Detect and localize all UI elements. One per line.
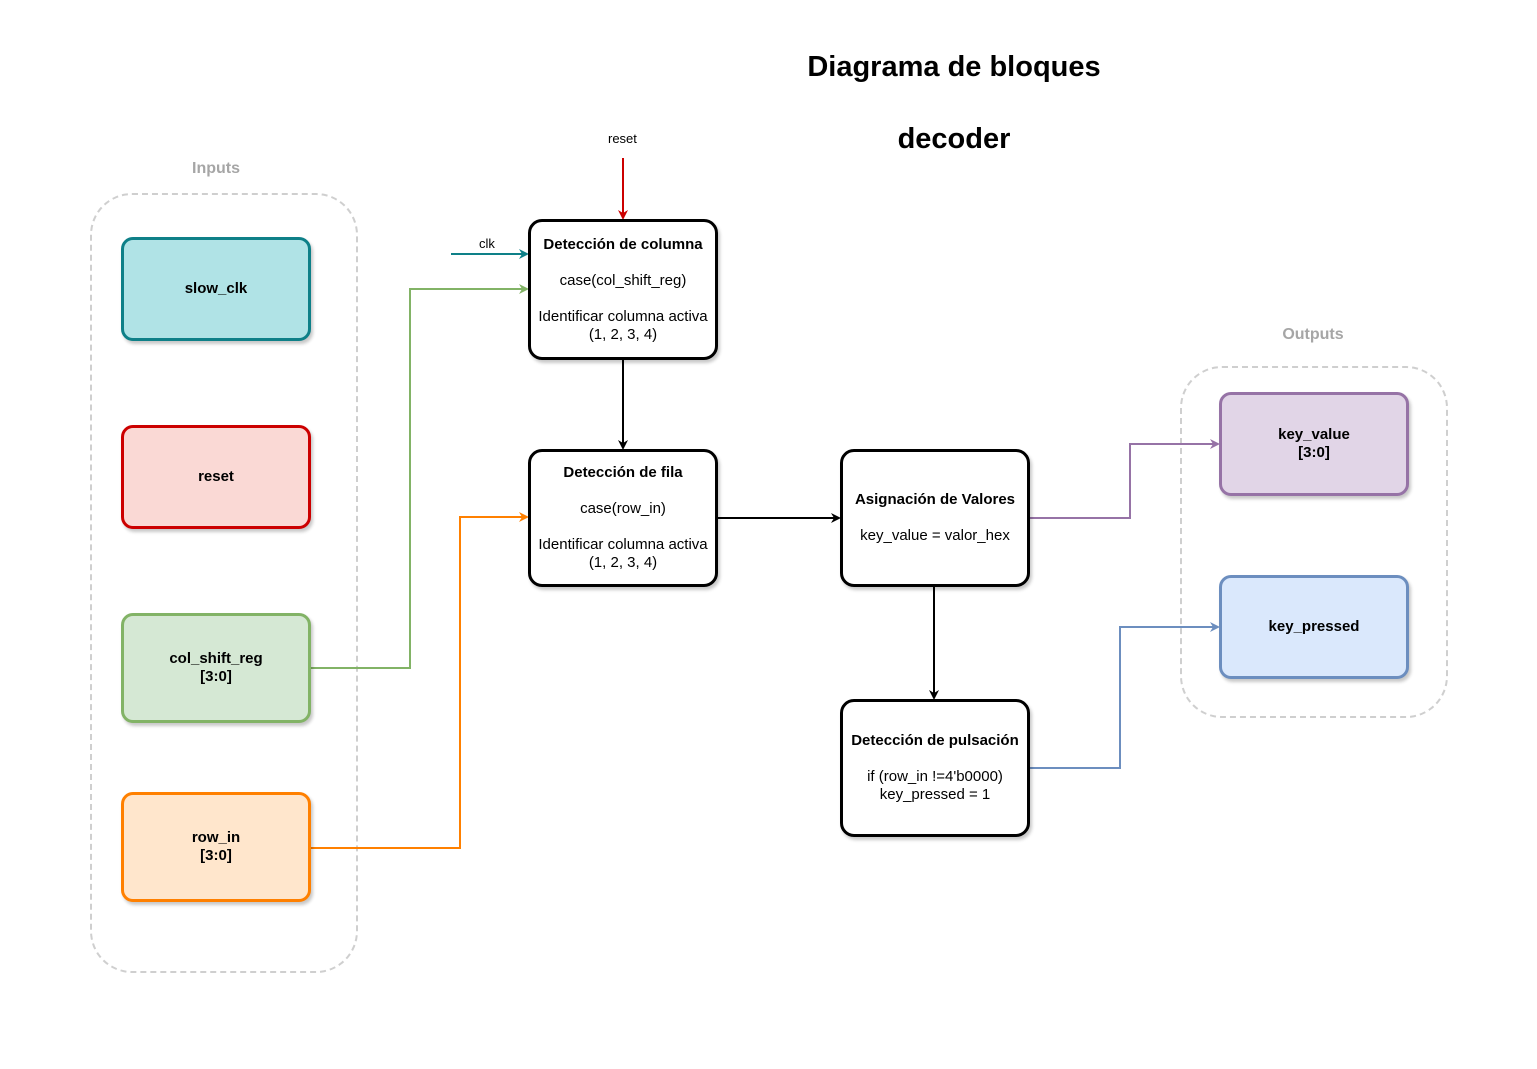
diagram-title: Diagrama de bloques xyxy=(807,51,1101,83)
block-deteccion-fila-title: Detección de fila xyxy=(563,464,683,481)
block-deteccion-columna-title: Detección de columna xyxy=(543,235,703,253)
block-deteccion-columna-desc: Identificar columna activa xyxy=(538,307,708,325)
key-value-wire xyxy=(1029,439,1220,519)
block-deteccion-pulsacion-cond: if (row_in !=4'b0000) xyxy=(867,768,1003,785)
block-deteccion-fila-desc: Identificar columna activa xyxy=(538,536,708,553)
outputs-group-frame xyxy=(1180,366,1448,718)
output-key-pressed: key_pressed xyxy=(1219,575,1409,679)
block-deteccion-fila: Detección de fila case(row_in) Identific… xyxy=(528,449,718,587)
input-row-in: row_in [3:0] xyxy=(121,792,311,902)
input-col-shift-reg: col_shift_reg [3:0] xyxy=(121,613,311,723)
block-deteccion-fila-case: case(row_in) xyxy=(580,500,666,517)
block-deteccion-pulsacion: Detección de pulsación if (row_in !=4'b0… xyxy=(840,699,1030,837)
block-deteccion-fila-values: (1, 2, 3, 4) xyxy=(588,554,658,571)
block-deteccion-columna-case: case(col_shift_reg) xyxy=(559,271,687,289)
block-asignacion-valores: Asignación de Valores key_value = valor_… xyxy=(840,449,1030,587)
clk-signal-label: clk xyxy=(479,236,495,251)
outputs-group-label: Outputs xyxy=(1282,326,1344,343)
reset-signal-label: reset xyxy=(608,131,637,146)
output-key-pressed-label: key_pressed xyxy=(1268,618,1360,635)
diagram-subtitle: decoder xyxy=(897,123,1011,155)
output-key-value-label: key_value xyxy=(1278,426,1350,443)
block-asignacion-valores-title: Asignación de Valores xyxy=(854,491,1016,508)
inputs-group-frame xyxy=(90,193,358,973)
input-reset-label: reset xyxy=(198,468,234,485)
block-deteccion-columna-values: (1, 2, 3, 4) xyxy=(588,325,658,343)
key-pressed-wire xyxy=(1029,622,1220,769)
output-key-value: key_value [3:0] xyxy=(1219,392,1409,496)
input-row-in-width: [3:0] xyxy=(200,847,232,864)
block-deteccion-pulsacion-title: Detección de pulsación xyxy=(851,732,1019,749)
input-slow-clk: slow_clk xyxy=(121,237,311,341)
block-deteccion-columna: Detección de columna case(col_shift_reg)… xyxy=(528,219,718,360)
input-row-in-label: row_in xyxy=(191,829,241,846)
input-reset: reset xyxy=(121,425,311,529)
input-col-shift-reg-label: col_shift_reg xyxy=(169,650,263,667)
input-col-shift-reg-width: [3:0] xyxy=(200,668,232,685)
input-slow-clk-label: slow_clk xyxy=(184,280,248,297)
row-in-wire xyxy=(311,512,529,849)
block-deteccion-pulsacion-assign: key_pressed = 1 xyxy=(879,786,991,803)
output-key-value-width: [3:0] xyxy=(1298,444,1330,461)
inputs-group-label: Inputs xyxy=(192,160,240,177)
block-asignacion-valores-expr: key_value = valor_hex xyxy=(860,527,1010,544)
col-shift-reg-wire xyxy=(311,284,529,669)
